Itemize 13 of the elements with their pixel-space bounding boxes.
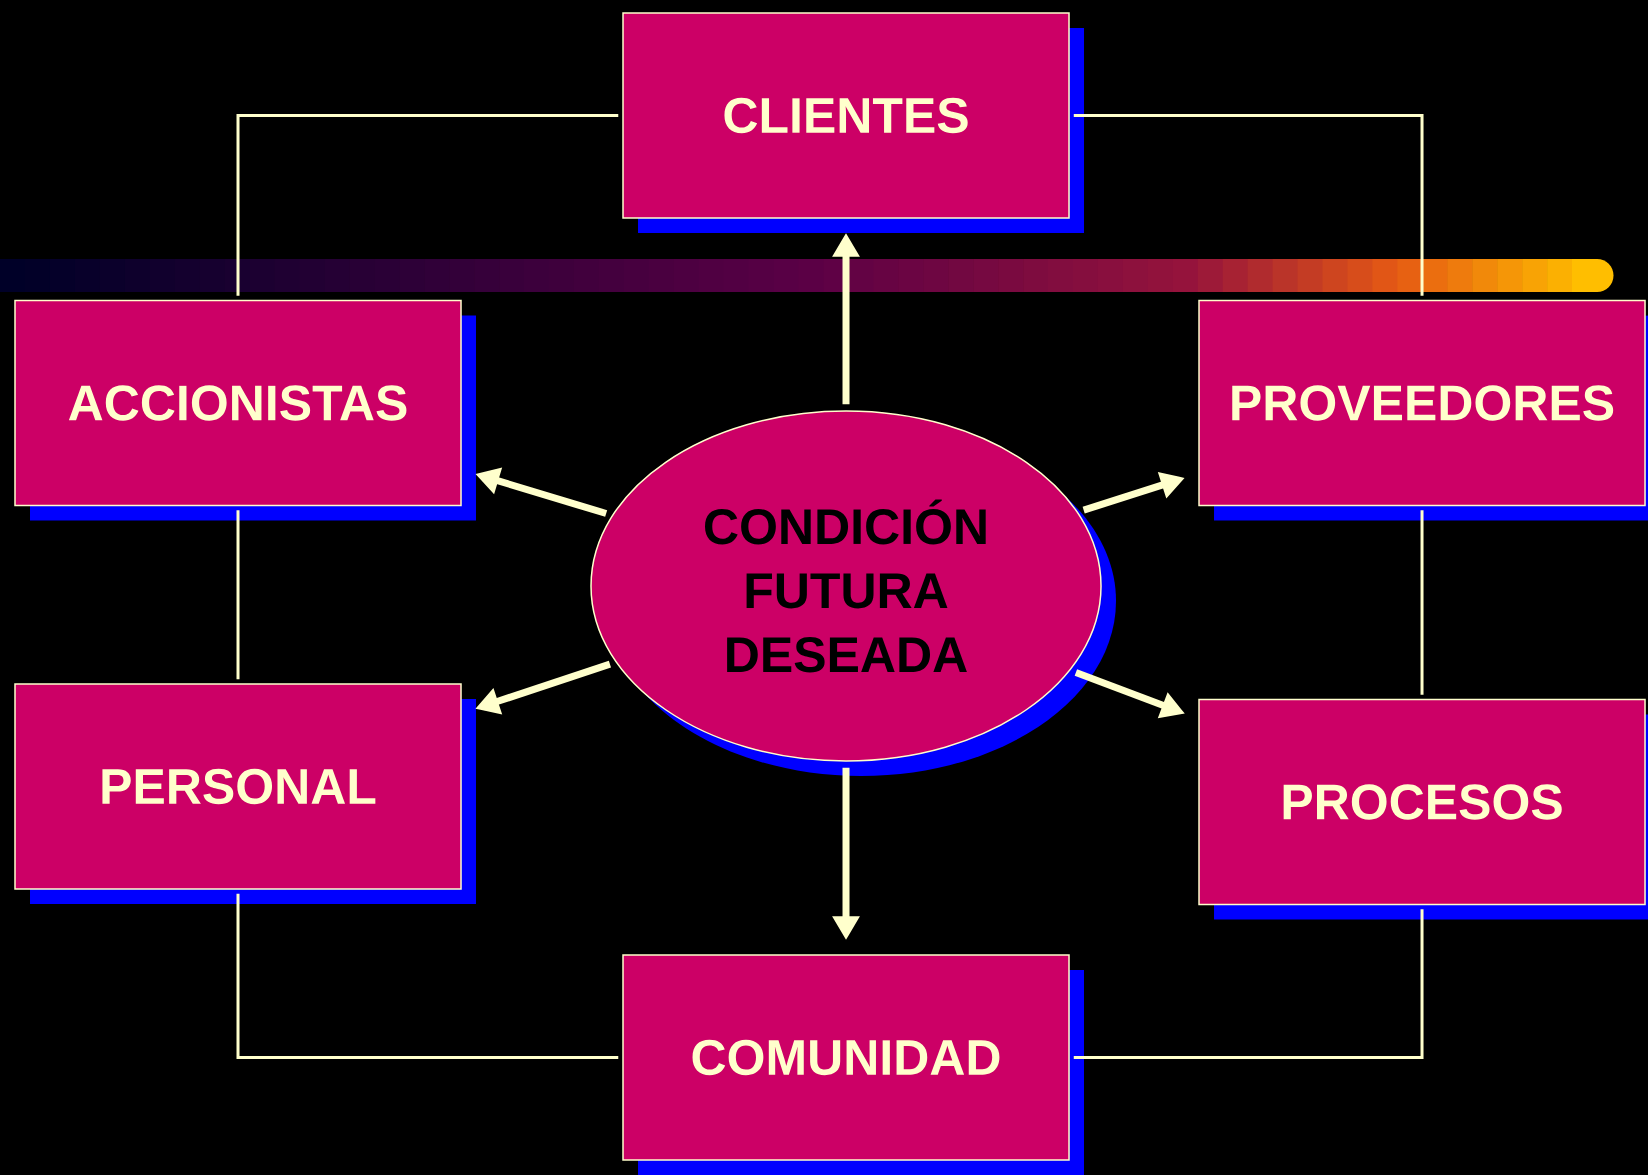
process-box: ACCIONISTAS [14,299,476,521]
connector-line [236,510,240,680]
connector-line [236,114,619,296]
process-box: PROVEEDORES [1198,299,1648,521]
process-box: PERSONAL [14,683,476,904]
connector-line [1420,510,1424,695]
process-box: CLIENTES [622,12,1084,233]
connector-line [1073,909,1424,1059]
process-box: COMUNIDAD [622,954,1084,1175]
process-box: PROCESOS [1198,698,1648,920]
connector-line [236,893,619,1059]
connector-line [1073,114,1424,296]
ellipse-node: CONDICIÓN FUTURA DESEADA [590,410,1116,776]
